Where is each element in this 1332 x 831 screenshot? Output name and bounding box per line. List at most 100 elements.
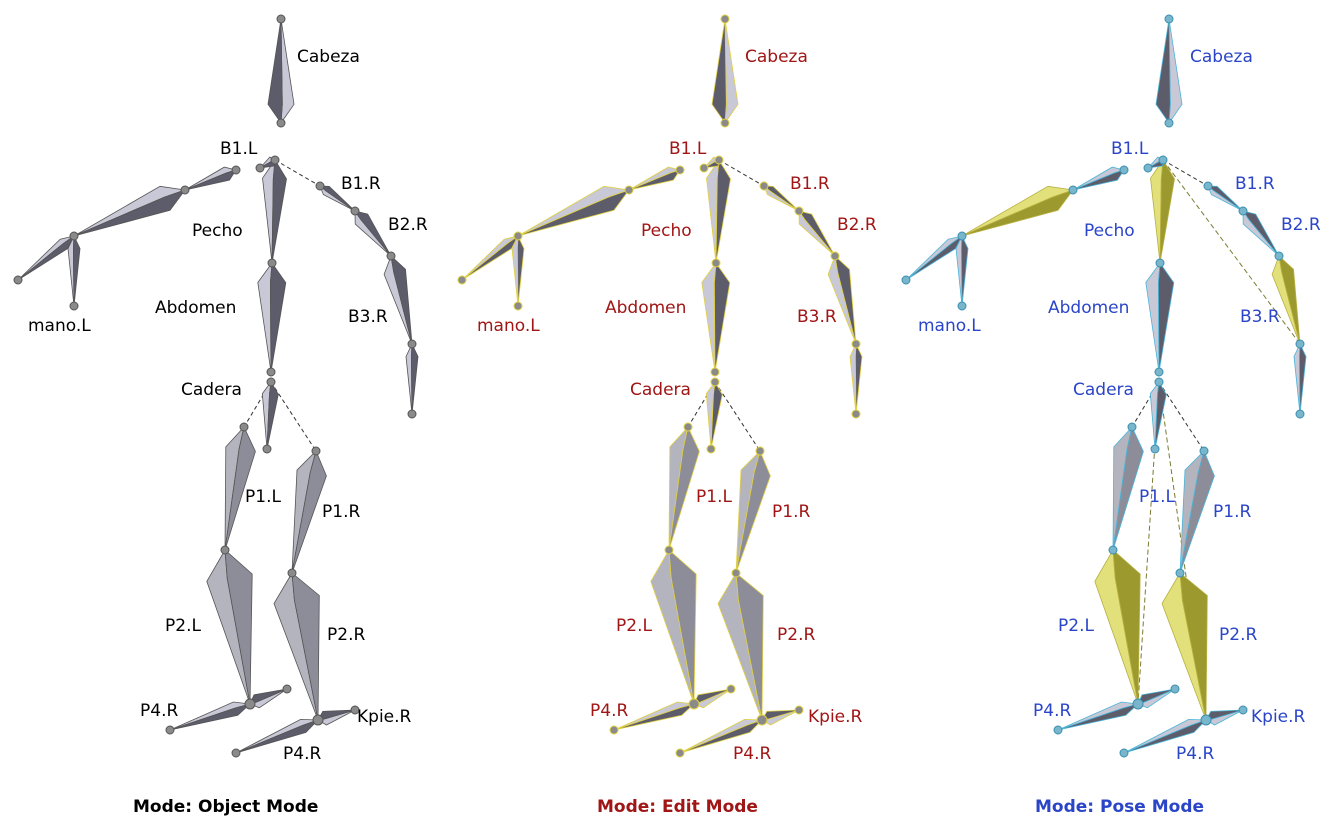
bone-b2l[interactable]	[961, 185, 1075, 237]
joint-neck[interactable]	[270, 155, 280, 165]
joint-toeL2[interactable]	[282, 684, 292, 694]
joint-neck[interactable]	[714, 155, 724, 165]
joint-wristR[interactable]	[386, 251, 396, 261]
joint-shL2[interactable]	[231, 165, 241, 175]
joint-thighR[interactable]	[311, 446, 321, 456]
joint-headTop[interactable]	[1164, 14, 1174, 24]
joint-headBase[interactable]	[720, 118, 730, 128]
joint-chestBase[interactable]	[711, 258, 721, 268]
joint-headBase[interactable]	[1164, 118, 1174, 128]
joint-elbowL[interactable]	[180, 185, 190, 195]
joint-elbowR[interactable]	[1238, 206, 1248, 216]
joint-kneeR[interactable]	[1175, 568, 1185, 578]
joint-abdBase[interactable]	[1154, 367, 1164, 377]
joint-headBase[interactable]	[276, 118, 286, 128]
joint-toeR2[interactable]	[794, 705, 804, 715]
bone-p2l[interactable]	[206, 548, 253, 705]
joint-shL1[interactable]	[255, 163, 265, 173]
joint-toeL2[interactable]	[1170, 684, 1180, 694]
bone-pecho[interactable]	[1150, 158, 1175, 264]
joint-shR1[interactable]	[315, 181, 325, 191]
bone-b3r[interactable]	[383, 254, 413, 345]
joint-elbowR[interactable]	[794, 206, 804, 216]
bone-cabeza[interactable]	[711, 18, 739, 125]
joint-handL1[interactable]	[457, 275, 467, 285]
joint-toeL1[interactable]	[165, 725, 175, 735]
joint-neck[interactable]	[1158, 155, 1168, 165]
joint-wristL[interactable]	[513, 231, 523, 241]
bone-label-b1l: B1.L	[220, 139, 258, 159]
joint-handR1[interactable]	[1295, 339, 1305, 349]
joint-thighL[interactable]	[683, 422, 693, 432]
joint-chestBase[interactable]	[267, 258, 277, 268]
joint-toeR1[interactable]	[1119, 748, 1129, 758]
joint-thighL[interactable]	[1127, 422, 1137, 432]
joint-abdBase[interactable]	[266, 367, 276, 377]
joint-handL1[interactable]	[13, 275, 23, 285]
joint-shL1[interactable]	[699, 163, 709, 173]
bone-abdomen[interactable]	[1145, 261, 1175, 373]
joint-toeR2[interactable]	[350, 705, 360, 715]
joint-hip[interactable]	[710, 377, 720, 387]
joint-handL1[interactable]	[901, 275, 911, 285]
joint-handR2[interactable]	[851, 409, 861, 419]
joint-shL2[interactable]	[675, 165, 685, 175]
joint-shR1[interactable]	[1203, 181, 1213, 191]
joint-thighL[interactable]	[239, 422, 249, 432]
joint-kneeR[interactable]	[731, 568, 741, 578]
joint-elbowL[interactable]	[1068, 185, 1078, 195]
joint-toeL1[interactable]	[1053, 725, 1063, 735]
joint-wristR[interactable]	[1274, 251, 1284, 261]
joint-hip[interactable]	[266, 377, 276, 387]
bone-p2r[interactable]	[1161, 571, 1208, 721]
joint-kneeL[interactable]	[220, 545, 230, 555]
joint-ankleR[interactable]	[312, 714, 324, 726]
joint-toeL1[interactable]	[609, 725, 619, 735]
joint-toeR2[interactable]	[1238, 705, 1248, 715]
joint-handR1[interactable]	[851, 339, 861, 349]
bone-label-p1r: P1.R	[772, 502, 811, 522]
joint-shL1[interactable]	[1143, 163, 1153, 173]
joint-handL2[interactable]	[69, 301, 79, 311]
bone-pecho[interactable]	[706, 158, 731, 264]
joint-ankleL[interactable]	[1132, 698, 1144, 710]
joint-hip[interactable]	[1154, 377, 1164, 387]
joint-ankleL[interactable]	[244, 698, 256, 710]
joint-thighR[interactable]	[755, 446, 765, 456]
bone-label-mano-l: mano.L	[918, 316, 981, 336]
joint-toeR1[interactable]	[231, 748, 241, 758]
joint-thighR[interactable]	[1199, 446, 1209, 456]
joint-wristL[interactable]	[69, 231, 79, 241]
bone-cadera[interactable]	[261, 380, 279, 450]
joint-hipBase[interactable]	[1150, 444, 1160, 454]
joint-elbowR[interactable]	[350, 206, 360, 216]
joint-hipBase[interactable]	[706, 444, 716, 454]
joint-shL2[interactable]	[1119, 165, 1129, 175]
joint-headTop[interactable]	[720, 14, 730, 24]
joint-handR1[interactable]	[407, 339, 417, 349]
joint-kneeL[interactable]	[1108, 545, 1118, 555]
joint-kneeL[interactable]	[664, 545, 674, 555]
joint-handL2[interactable]	[513, 301, 523, 311]
bone-p2l[interactable]	[1094, 548, 1141, 705]
panel-object-mode: Cabeza B1.L B1.R B2.R Pecho mano.L Abdom…	[0, 0, 444, 831]
bone-p2r[interactable]	[717, 571, 764, 721]
joint-ankleR[interactable]	[756, 714, 768, 726]
joint-toeL2[interactable]	[726, 684, 736, 694]
joint-wristL[interactable]	[957, 231, 967, 241]
joint-hipBase[interactable]	[262, 444, 272, 454]
joint-ankleR[interactable]	[1200, 714, 1212, 726]
joint-handL2[interactable]	[957, 301, 967, 311]
joint-headTop[interactable]	[276, 14, 286, 24]
joint-shR1[interactable]	[759, 181, 769, 191]
joint-ankleL[interactable]	[688, 698, 700, 710]
joint-elbowL[interactable]	[624, 185, 634, 195]
joint-chestBase[interactable]	[1155, 258, 1165, 268]
joint-abdBase[interactable]	[710, 367, 720, 377]
bone-hand-l2[interactable]	[955, 235, 969, 307]
joint-handR2[interactable]	[407, 409, 417, 419]
joint-wristR[interactable]	[830, 251, 840, 261]
joint-toeR1[interactable]	[675, 748, 685, 758]
joint-handR2[interactable]	[1295, 409, 1305, 419]
joint-kneeR[interactable]	[287, 568, 297, 578]
